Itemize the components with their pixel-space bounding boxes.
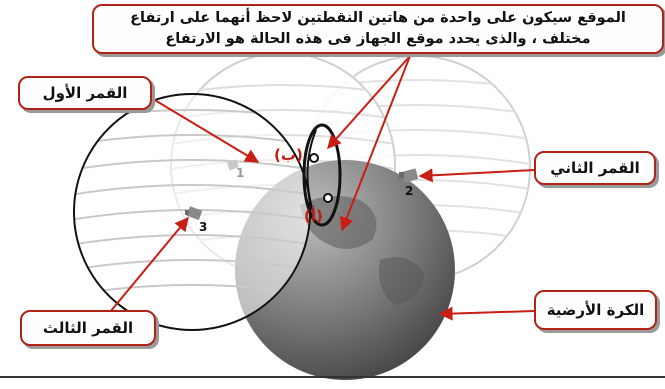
label-moon1: القمر الأول bbox=[18, 76, 152, 110]
arrow-point-a bbox=[340, 55, 411, 232]
satellite-number-2: 2 bbox=[405, 184, 414, 198]
label-moon3: القمر الثالث bbox=[20, 310, 156, 346]
note-line-2: مختلف ، والذى يحدد موقع الجهاز فى هذه ال… bbox=[165, 31, 591, 47]
satellite-icon bbox=[185, 206, 203, 221]
point-a-label: (أ) bbox=[304, 207, 323, 225]
point-b-label: (ب) bbox=[274, 146, 303, 164]
satellite-icon bbox=[399, 168, 419, 183]
point-b-marker bbox=[309, 153, 319, 163]
arrow-moon1 bbox=[147, 95, 260, 163]
label-earth: الكرة الأرضية bbox=[534, 290, 657, 330]
satellite-number-3: 3 bbox=[199, 220, 208, 234]
point-a-marker bbox=[323, 193, 333, 203]
note-callout: الموقع سيكون على واحدة من هاتين النقطتين… bbox=[92, 4, 664, 54]
bottom-rule bbox=[0, 376, 665, 378]
arrow-moon2 bbox=[418, 168, 535, 183]
arrow-point-b bbox=[327, 55, 411, 150]
intersection-lens bbox=[302, 123, 342, 227]
satellite-icon bbox=[226, 159, 240, 171]
arrow-moon3 bbox=[109, 216, 189, 313]
arrows bbox=[109, 55, 535, 321]
note-line-1: الموقع سيكون على واحدة من هاتين النقطتين… bbox=[130, 10, 626, 26]
label-moon2: القمر الثاني bbox=[534, 151, 656, 185]
satellite-number-1: 1 bbox=[236, 166, 245, 180]
arrow-earth bbox=[438, 306, 535, 321]
